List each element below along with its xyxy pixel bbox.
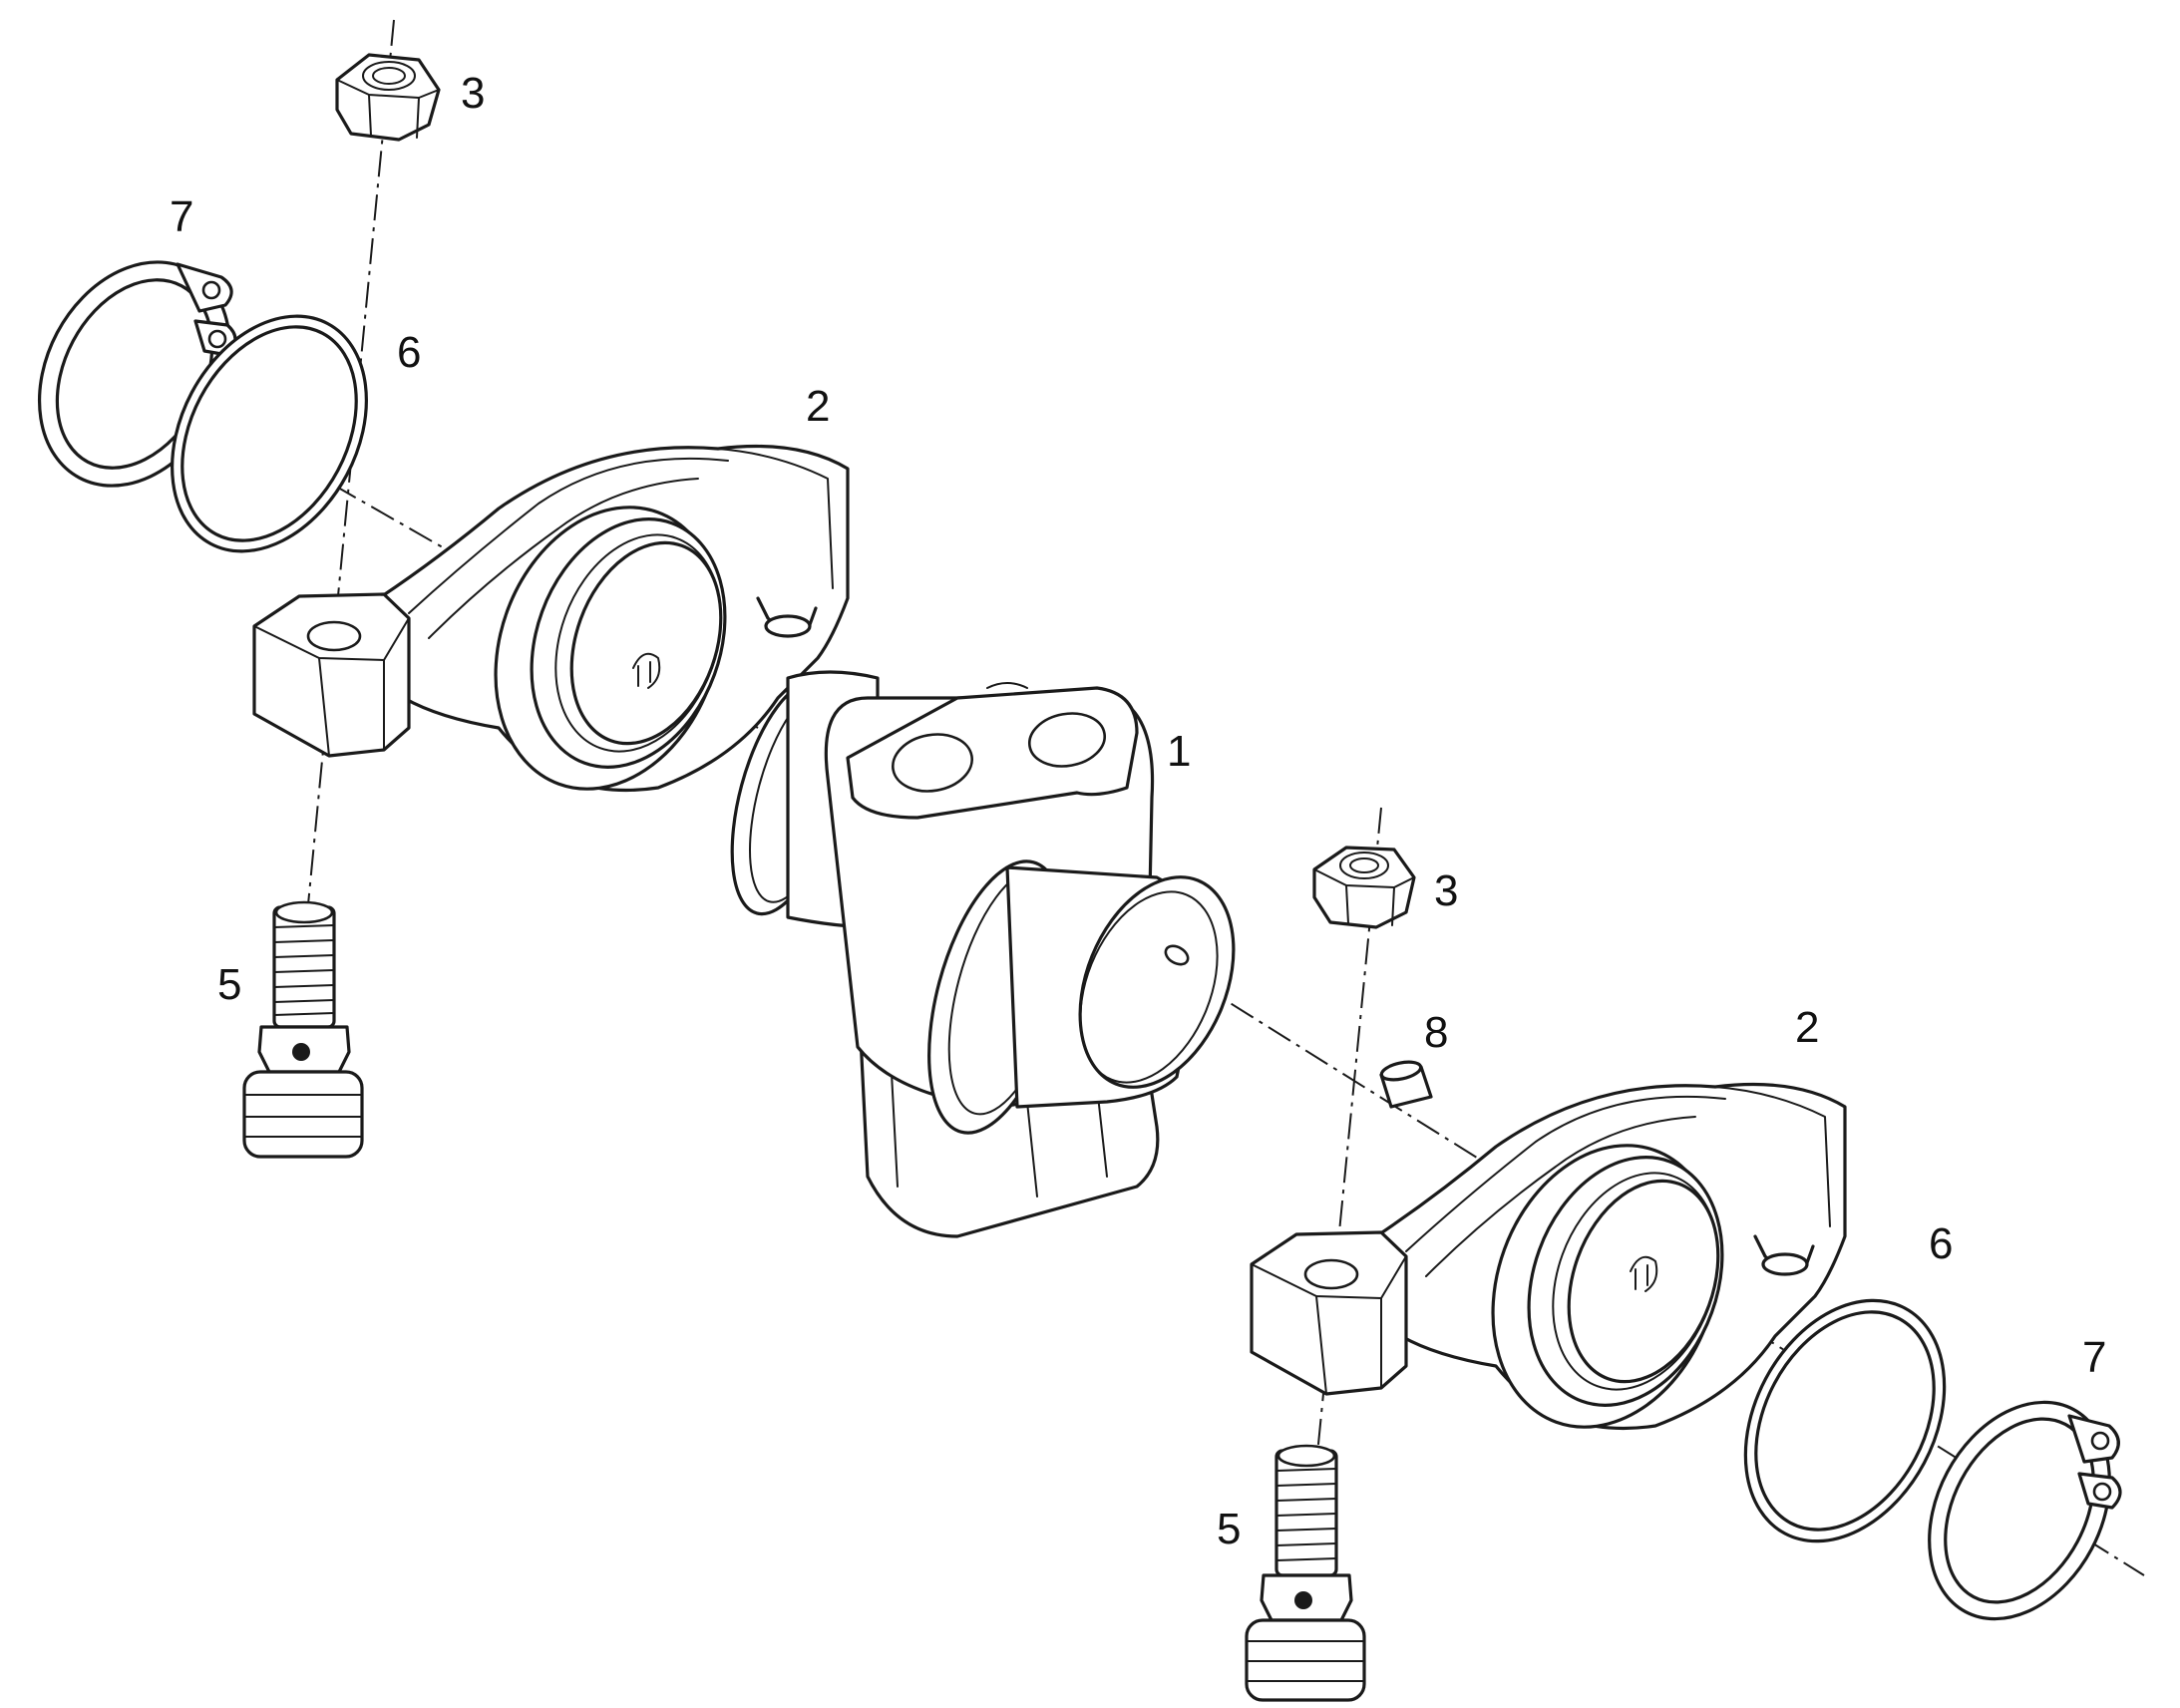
callouts: 1 2 2 3 3 5 5 6 6 7 7 8 [170,69,2106,1553]
adjusting-screw-lower[interactable] [1245,1444,1366,1702]
washer-lower-right[interactable] [1705,1266,1984,1576]
callout-1: 1 [1167,727,1191,776]
sleeve[interactable] [1379,1059,1433,1109]
callout-3-lower: 3 [1434,866,1458,915]
rocker-shaft-support[interactable] [711,670,1264,1238]
left-stud-axis [298,19,395,998]
callout-7-upper: 7 [170,192,193,241]
callout-3-upper: 3 [461,69,485,118]
callout-8: 8 [1424,1008,1448,1057]
adjusting-screw-upper[interactable] [242,900,364,1159]
hex-nut-lower[interactable] [1312,846,1416,929]
callout-2-upper: 2 [806,382,830,431]
washer-upper-left[interactable] [134,282,406,584]
callout-6-upper: 6 [397,328,421,377]
callout-7-lower: 7 [2082,1333,2106,1382]
callout-5-upper: 5 [217,960,241,1009]
circlip-lower-right[interactable] [1894,1371,2146,1650]
rocker-arm-lower[interactable] [1250,1082,1847,1460]
right-stud-axis [1305,807,1382,1566]
hex-nut-upper[interactable] [335,53,441,142]
callout-5-lower: 5 [1217,1505,1241,1553]
rocker-arm-upper[interactable] [252,444,850,822]
callout-6-lower: 6 [1929,1219,1953,1268]
callout-2-lower: 2 [1795,1003,1819,1052]
